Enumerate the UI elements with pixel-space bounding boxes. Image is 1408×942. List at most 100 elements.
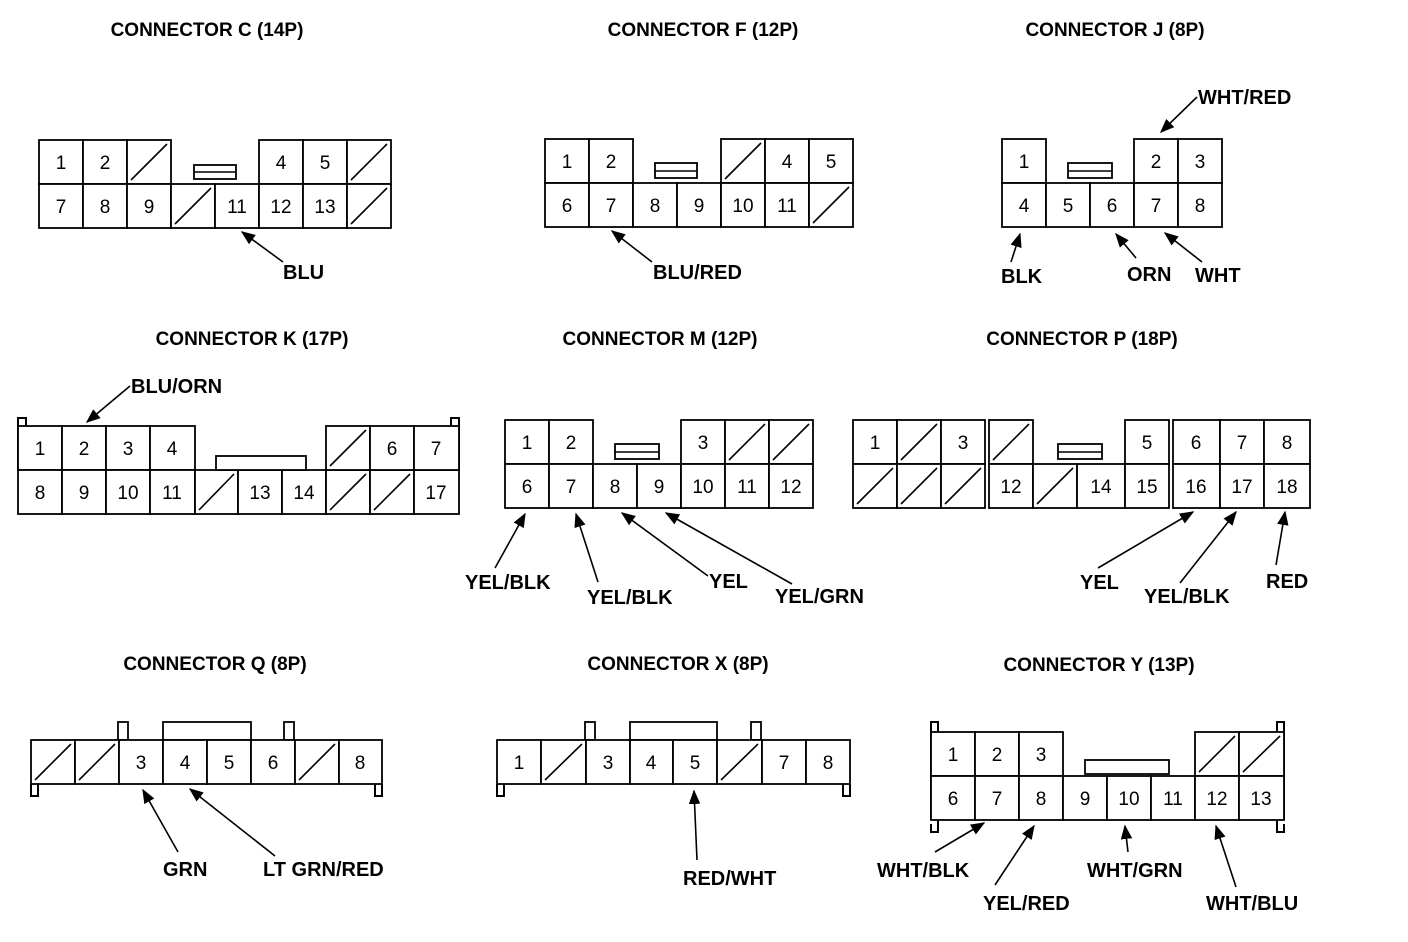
wire-color-label: YEL/BLK [587,587,673,609]
connector-q-title: CONNECTOR Q (8P) [123,654,306,675]
pin-cell [413,425,460,471]
pin-number: 5 [826,152,837,173]
pin-cell [504,419,550,465]
pin-number: 3 [698,433,709,454]
pin-cell [1045,182,1091,228]
wire-color-label: WHT/BLU [1206,893,1298,915]
pin-number: 4 [167,439,178,460]
pin-number: 5 [224,753,235,774]
pin-cell [680,419,726,465]
pin-cell [544,138,590,184]
pin-cell [61,469,107,515]
pin-number: 8 [1282,433,1293,454]
pin-number: 2 [992,745,1003,766]
pin-number: 9 [694,196,705,217]
wire-color-label: YEL/BLK [1144,586,1230,608]
wire-color-label: GRN [163,859,207,881]
housing-foot [374,784,383,797]
pin-number: 1 [948,745,959,766]
pin-number: 11 [737,477,757,498]
pin-number: 8 [823,753,834,774]
connector-x-title: CONNECTOR X (8P) [587,654,768,675]
empty-cavity-slash [329,429,367,467]
pin-number: 1 [522,433,533,454]
empty-cavity-slash [34,743,72,781]
pin-number: 9 [654,477,665,498]
pin-number: 12 [780,477,801,498]
pin-number: 4 [646,753,657,774]
pin-cell [548,419,594,465]
wire-color-label: YEL/BLK [465,572,551,594]
wire-color-label: RED/WHT [683,868,776,890]
pin-number: 12 [1000,477,1021,498]
pin-number: 2 [79,439,90,460]
pin-number: 6 [562,196,573,217]
pin-number: 5 [1142,433,1153,454]
pin-number: 5 [320,153,331,174]
pin-number: 9 [144,197,155,218]
pin-cell [17,469,63,515]
pin-number: 8 [1036,789,1047,810]
pin-cell [237,469,283,515]
pin-number: 1 [562,152,573,173]
wire-arrow [994,824,1035,886]
empty-cavity-slash [329,473,367,511]
empty-cavity-slash [900,423,938,461]
connector-j: CONNECTOR J (8P) 1 2 3 4 5 6 7 8 WHT/RED… [1001,20,1291,288]
pin-cell [544,182,590,228]
pin-number: 1 [1019,152,1030,173]
pin-number: 12 [1206,789,1227,810]
pin-number: 13 [249,483,270,504]
empty-cavity-slash [78,743,116,781]
connector-m: CONNECTOR M (12P) 1 2 3 6 7 8 9 10 11 12… [465,329,864,609]
pin-number: 6 [387,439,398,460]
wire-color-label: WHT/BLK [877,860,970,882]
pin-number: 3 [603,753,614,774]
pin-cell [504,463,550,509]
locking-tab [162,721,252,741]
pin-number: 10 [732,196,753,217]
wire-arrow [1097,511,1195,569]
pin-number: 3 [958,433,969,454]
pin-number: 6 [1191,433,1202,454]
pin-cell [974,775,1020,821]
wire-arrow [1179,510,1237,584]
wire-arrow [1275,510,1289,566]
pin-number: 11 [162,483,182,504]
pin-number: 7 [606,196,617,217]
pin-number: 8 [35,483,46,504]
pin-number: 7 [431,439,442,460]
empty-cavity-slash [198,473,235,511]
connector-p-title: CONNECTOR P (18P) [986,329,1177,350]
empty-cavity-slash [298,743,336,781]
wire-color-label: WHT/GRN [1087,860,1183,882]
pin-number: 10 [117,483,138,504]
pin-number: 1 [56,153,67,174]
pin-cell [1263,463,1311,509]
pin-cell [61,425,107,471]
pin-cell [214,183,260,229]
pin-cell [1172,463,1221,509]
empty-cavity-slash [544,743,583,781]
pin-cell [676,182,722,228]
wire-arrow [494,512,526,569]
pin-number: 1 [870,433,881,454]
pin-number: 6 [268,753,279,774]
pin-cell [496,739,542,785]
pin-number: 17 [425,483,446,504]
connector-f: CONNECTOR F (12P) 1 2 4 5 6 7 8 9 10 11 … [544,20,854,284]
pin-number: 5 [1063,196,1074,217]
connector-j-title: CONNECTOR J (8P) [1025,20,1204,41]
pin-cell [805,739,851,785]
pin-cell [1133,182,1179,228]
connector-y: CONNECTOR Y (13P) 1 2 3 6 7 8 9 10 11 12… [877,655,1298,915]
wire-color-label: YEL [709,571,748,593]
connector-k-title: CONNECTOR K (17P) [156,329,349,350]
pin-number: 4 [180,753,191,774]
pin-cell [632,182,678,228]
connector-c-title: CONNECTOR C (14P) [111,20,304,41]
wire-arrow [610,230,653,263]
wire-arrow [1159,96,1198,134]
pin-number: 5 [690,753,701,774]
pin-number: 7 [992,789,1003,810]
